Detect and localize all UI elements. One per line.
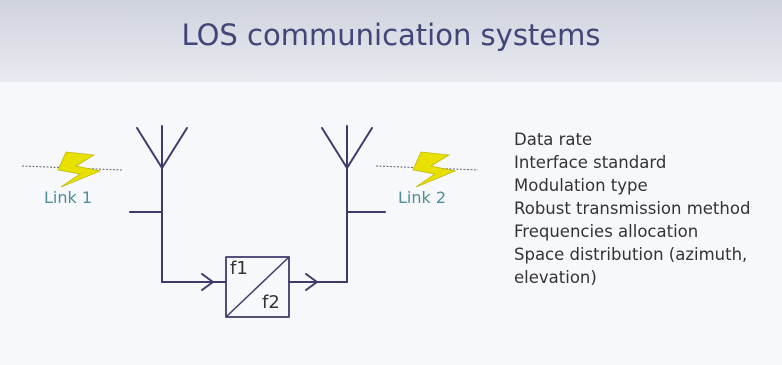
page-title: LOS communication systems — [181, 18, 601, 52]
parameter-list: Data rate Interface standard Modulation … — [514, 128, 750, 289]
lightning-bolt-icon — [375, 151, 479, 188]
list-item: Frequencies allocation — [514, 222, 699, 241]
title-banner — [0, 0, 782, 82]
list-item: Interface standard — [514, 153, 667, 172]
list-item: Robust transmission method — [514, 199, 751, 218]
list-item: elevation) — [514, 268, 597, 287]
list-item: Space distribution (azimuth, — [514, 245, 748, 264]
link-1-label: Link 1 — [44, 188, 93, 207]
filter-bottom-label: f2 — [262, 292, 280, 313]
frequency-filter-box — [225, 256, 290, 318]
arrow-right-icon — [201, 273, 214, 291]
antenna-icon — [129, 125, 188, 283]
lightning-bolt-icon — [21, 151, 123, 188]
filter-top-label: f1 — [230, 258, 248, 279]
filter-diagonal — [225, 256, 290, 318]
antenna-icon — [321, 125, 386, 283]
arrow-right-icon — [305, 273, 318, 291]
list-item: Modulation type — [514, 176, 648, 195]
link-2-label: Link 2 — [398, 188, 447, 207]
list-item: Data rate — [514, 130, 593, 149]
